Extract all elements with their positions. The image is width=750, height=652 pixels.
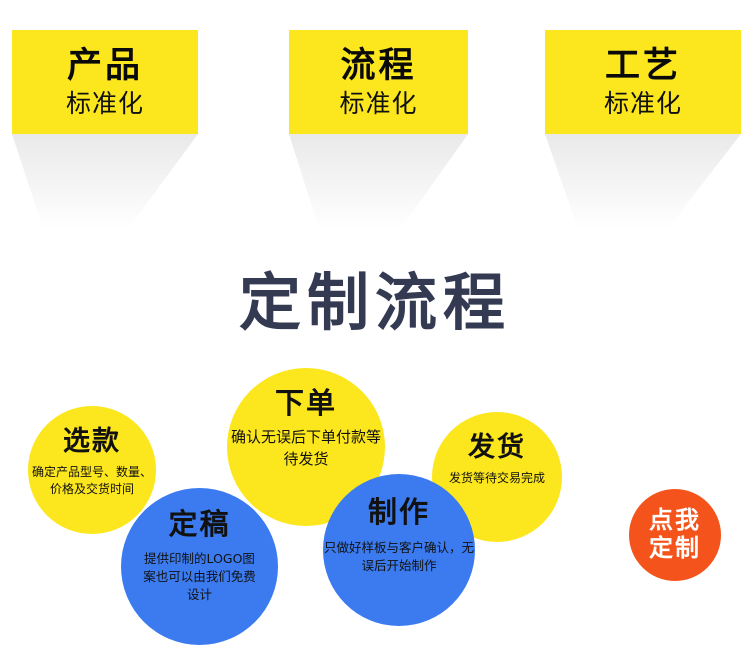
banner-card-body: 工艺 标准化 bbox=[545, 30, 741, 134]
flow-step-title: 下单 bbox=[274, 386, 337, 420]
flow-step-production[interactable]: 制作 只做好样板与客户确认，无误后开始制作 bbox=[323, 474, 475, 626]
flow-step-finalize-draft[interactable]: 定稿 提供印制的LOGO图案也可以由我们免费设计 bbox=[121, 488, 278, 645]
cta-line-2: 定制 bbox=[649, 534, 701, 562]
banner-card-subtitle: 标准化 bbox=[603, 89, 682, 119]
flow-step-description: 确认无误后下单付款等待发货 bbox=[231, 428, 382, 468]
banner-card-shadow bbox=[289, 134, 468, 230]
banner-card-title: 工艺 bbox=[604, 45, 681, 86]
banner-card-subtitle: 标准化 bbox=[65, 89, 144, 119]
flow-step-title: 发货 bbox=[468, 432, 526, 463]
flow-step-description: 发货等待交易完成 bbox=[448, 471, 545, 485]
banner-card-body: 产品 标准化 bbox=[12, 30, 198, 134]
banner-card-shadow bbox=[545, 134, 741, 230]
banner-card-process: 流程 标准化 bbox=[289, 30, 468, 230]
flow-step-select-style[interactable]: 选款 确定产品型号、数量、价格及交货时间 bbox=[28, 406, 156, 534]
banner-card-craft: 工艺 标准化 bbox=[545, 30, 741, 230]
flow-step-description: 提供印制的LOGO图案也可以由我们免费设计 bbox=[143, 551, 256, 603]
banner-card-title: 流程 bbox=[340, 45, 417, 86]
page-title: 定制流程 bbox=[238, 266, 511, 339]
customize-cta-button[interactable]: 点我 定制 bbox=[629, 489, 721, 581]
banner-row: 产品 标准化 流程 标准化 工艺 标准化 bbox=[0, 0, 750, 230]
banner-card-product: 产品 标准化 bbox=[12, 30, 198, 230]
banner-card-subtitle: 标准化 bbox=[339, 89, 418, 119]
flow-step-title: 选款 bbox=[63, 426, 121, 457]
banner-card-title: 产品 bbox=[66, 45, 143, 86]
banner-card-shadow bbox=[12, 134, 198, 230]
flow-step-description: 只做好样板与客户确认，无误后开始制作 bbox=[324, 540, 475, 574]
flow-step-title: 制作 bbox=[367, 495, 430, 529]
flow-step-place-order[interactable]: 下单 确认无误后下单付款等待发货 bbox=[227, 368, 385, 526]
flow-step-title: 定稿 bbox=[168, 507, 231, 541]
flow-step-description: 确定产品型号、数量、价格及交货时间 bbox=[31, 465, 152, 497]
cta-line-1: 点我 bbox=[649, 506, 701, 535]
banner-card-body: 流程 标准化 bbox=[289, 30, 468, 134]
